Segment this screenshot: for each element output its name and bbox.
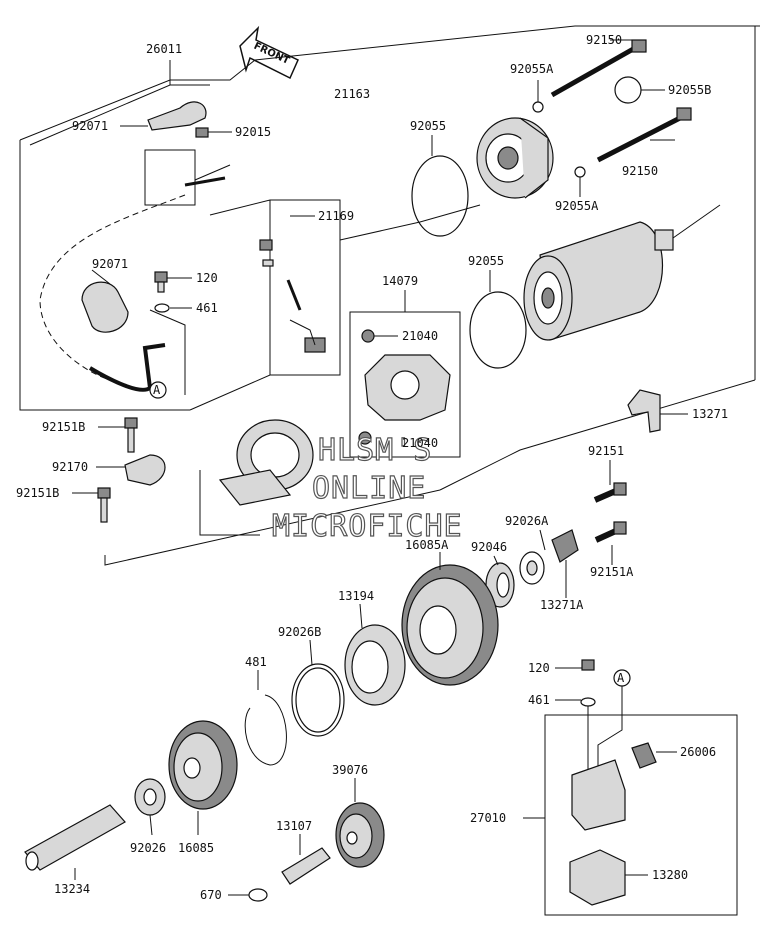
label-92026: 92026: [130, 841, 166, 855]
label-92046: 92046: [471, 540, 507, 554]
label-21040-lower: 21040: [402, 436, 438, 450]
label-92055A-top: 92055A: [510, 62, 554, 76]
subassembly-21169: [209, 199, 341, 376]
oring-92055A-top: [532, 80, 544, 113]
label-670: 670: [200, 888, 222, 902]
bolt-92151B-lower: [72, 487, 111, 523]
label-16085: 16085: [178, 841, 214, 855]
oring-92055B: [614, 76, 665, 104]
bolt-92151A: [594, 521, 627, 565]
label-92150-upper: 92150: [586, 33, 622, 47]
plate-13271A: [551, 529, 579, 598]
washer-461-left: [154, 303, 192, 313]
shaft-13234: [24, 804, 126, 880]
assembly-outline: [19, 25, 760, 566]
callout-a-right: A: [617, 671, 625, 685]
clutch-13194: [344, 603, 406, 706]
label-92015: 92015: [235, 125, 271, 139]
label-92055A-mid: 92055A: [555, 199, 599, 213]
circlip-481: [244, 670, 287, 766]
watermark-line3: MICROFICHE: [272, 509, 463, 544]
front-arrow-icon: FRONT: [239, 25, 299, 80]
label-14079: 14079: [382, 274, 418, 288]
label-21163: 21163: [334, 87, 370, 101]
oring-92055-top: [339, 135, 481, 241]
label-92071-lower: 92071: [92, 257, 128, 271]
label-13107: 13107: [276, 819, 312, 833]
label-21169: 21169: [318, 209, 354, 223]
gear-16085: [168, 720, 238, 835]
terminal-rod: [184, 176, 226, 187]
label-13271: 13271: [692, 407, 728, 421]
bracket-13271: [627, 389, 688, 433]
gear-39076: [335, 778, 385, 868]
oring-92055A-mid: [574, 166, 586, 197]
label-481: 481: [245, 655, 267, 669]
part-labels: 26011 92071 92015 21163 92150 92055A 920…: [16, 33, 728, 902]
oring-670: [228, 888, 268, 902]
relay-subassembly-27010: A: [523, 659, 738, 916]
subassembly-26011: [29, 60, 231, 395]
label-92151B-upper: 92151B: [42, 420, 85, 434]
bolt-92150-upper: [550, 39, 647, 98]
label-13280: 13280: [652, 868, 688, 882]
bolt-120-left: [154, 271, 192, 293]
label-16085A: 16085A: [405, 538, 449, 552]
label-92170: 92170: [52, 460, 88, 474]
label-120-left: 120: [196, 271, 218, 285]
label-13271A: 13271A: [540, 598, 584, 612]
label-26011: 26011: [146, 42, 182, 56]
bolt-92151: [593, 460, 627, 503]
label-92071-top: 92071: [72, 119, 108, 133]
label-39076: 39076: [332, 763, 368, 777]
brush-plate-14079: [349, 290, 461, 458]
label-92055-top: 92055: [410, 119, 446, 133]
callout-a-left: A: [153, 383, 161, 397]
label-26006: 26006: [680, 745, 716, 759]
rear-cover: [218, 419, 314, 506]
pin-13107: [281, 834, 331, 885]
label-92026A: 92026A: [505, 514, 549, 528]
label-461-left: 461: [196, 301, 218, 315]
watermark-line2: ONLINE: [312, 471, 426, 506]
watermark: HLSM'S ONLINE MICROFICHE: [271, 432, 463, 544]
starter-motor-yoke: [523, 204, 721, 341]
gear-16085A: [401, 552, 499, 686]
label-92055B: 92055B: [668, 83, 711, 97]
boot-cap-92071-top: [120, 101, 207, 131]
label-92151: 92151: [588, 444, 624, 458]
label-21040-upper: 21040: [402, 329, 438, 343]
collar-92026: [134, 778, 166, 836]
bolt-92151B-upper: [98, 417, 138, 453]
bolt-92150-lower: [596, 107, 692, 163]
boot-cap-92071-lower: [81, 269, 129, 333]
label-13234: 13234: [54, 882, 90, 896]
washer-92026A: [519, 529, 546, 585]
label-13194: 13194: [338, 589, 374, 603]
oring-92055-mid: [469, 270, 527, 369]
label-92150-lower: 92150: [622, 164, 658, 178]
label-92151A: 92151A: [590, 565, 634, 579]
label-27010: 27010: [470, 811, 506, 825]
nut-92015: [195, 127, 232, 138]
label-92151B-lower: 92151B: [16, 486, 59, 500]
clamp-92170: [96, 454, 166, 486]
label-461-right: 461: [528, 693, 550, 707]
label-92026B: 92026B: [278, 625, 321, 639]
cable-lead: A: [88, 343, 167, 399]
front-cover: [476, 117, 554, 199]
ring-92026B: [291, 639, 345, 737]
watermark-line1: HLSM'S: [318, 433, 432, 468]
label-92055-mid: 92055: [468, 254, 504, 268]
label-120-right: 120: [528, 661, 550, 675]
